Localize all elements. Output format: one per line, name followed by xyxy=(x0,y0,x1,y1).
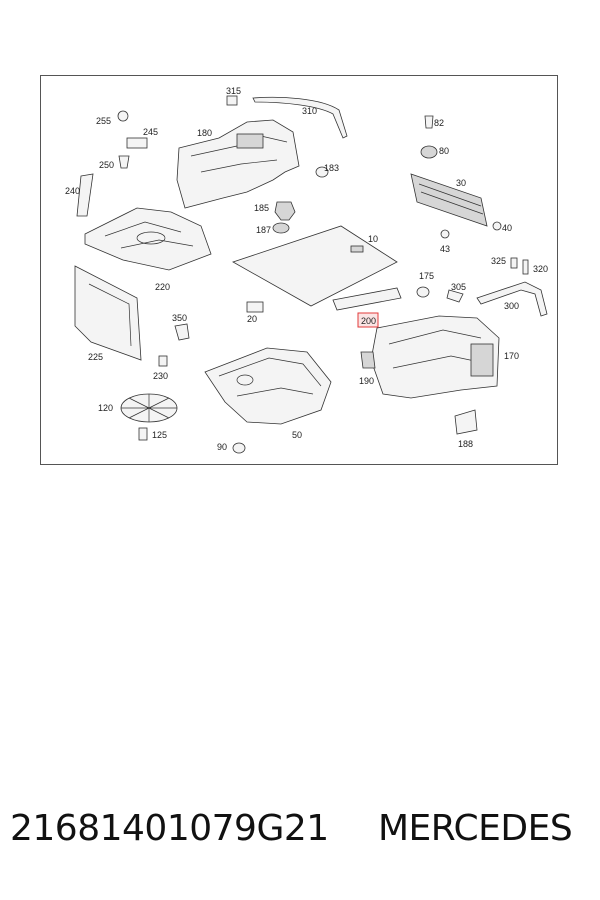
part-183-clip xyxy=(315,166,329,178)
parts-diagram-svg: 315 310 255 245 180 250 183 82 80 240 18… xyxy=(65,86,548,454)
part-250-screw xyxy=(118,155,130,169)
callout-240: 240 xyxy=(65,186,80,196)
parts-diagram: 315 310 255 245 180 250 183 82 80 240 18… xyxy=(40,75,558,465)
callout-90: 90 xyxy=(217,442,227,452)
part-225-panel xyxy=(74,265,142,361)
part-43-clip xyxy=(440,229,450,239)
part-number: 21681401079G21 xyxy=(10,808,329,849)
callout-245: 245 xyxy=(143,127,158,137)
callout-50: 50 xyxy=(292,430,302,440)
callout-20: 20 xyxy=(247,314,257,324)
part-40-clip xyxy=(492,221,502,231)
callout-200: 200 xyxy=(361,316,376,326)
part-90-plug xyxy=(232,442,246,454)
part-315-clip xyxy=(226,95,238,106)
part-187-nut xyxy=(272,222,290,234)
part-350-bracket xyxy=(174,323,190,341)
part-230-clip xyxy=(158,355,168,367)
part-220-floor xyxy=(84,207,212,271)
callout-10: 10 xyxy=(368,234,378,244)
part-82-bolt xyxy=(424,115,434,129)
callout-120: 120 xyxy=(98,403,113,413)
part-170-panel xyxy=(370,315,500,399)
part-80-nut xyxy=(420,145,438,159)
callout-190: 190 xyxy=(359,376,374,386)
part-325-screw xyxy=(510,257,518,269)
callout-325: 325 xyxy=(491,256,506,266)
callout-183: 183 xyxy=(324,163,339,173)
part-305-clip xyxy=(446,289,464,303)
part-185-grommet xyxy=(274,201,296,221)
callout-320: 320 xyxy=(533,264,548,274)
part-125-bolt xyxy=(138,427,148,441)
part-240-bracket xyxy=(76,173,94,217)
callout-350: 350 xyxy=(172,313,187,323)
callout-188: 188 xyxy=(458,439,473,449)
callout-187: 187 xyxy=(256,225,271,235)
callout-180: 180 xyxy=(197,128,212,138)
callout-80: 80 xyxy=(439,146,449,156)
callout-225: 225 xyxy=(88,352,103,362)
part-20-clip xyxy=(246,301,264,313)
part-255-clip xyxy=(117,110,129,122)
part-300-rail xyxy=(476,281,548,317)
callout-175: 175 xyxy=(419,271,434,281)
callout-40: 40 xyxy=(502,223,512,233)
part-30-element xyxy=(410,173,488,227)
callout-30: 30 xyxy=(456,178,466,188)
callout-82: 82 xyxy=(434,118,444,128)
callout-305: 305 xyxy=(451,282,466,292)
callout-255: 255 xyxy=(96,116,111,126)
part-245-bracket xyxy=(126,137,148,149)
callout-125: 125 xyxy=(152,430,167,440)
callout-250: 250 xyxy=(99,160,114,170)
callout-315: 315 xyxy=(226,86,241,96)
callout-200-highlight-box xyxy=(357,312,379,328)
callout-300: 300 xyxy=(504,301,519,311)
part-50-tub xyxy=(204,347,332,425)
brand-name: MERCEDES xyxy=(378,808,573,849)
part-188-clip xyxy=(454,409,478,435)
part-175-clip xyxy=(416,286,430,298)
callout-310: 310 xyxy=(302,106,317,116)
part-180-panel xyxy=(176,119,300,209)
callout-170: 170 xyxy=(504,351,519,361)
callout-185: 185 xyxy=(254,203,269,213)
callout-220: 220 xyxy=(155,282,170,292)
callout-230: 230 xyxy=(153,371,168,381)
callout-43: 43 xyxy=(440,244,450,254)
part-200-trim xyxy=(332,287,402,311)
part-310-strip xyxy=(252,96,348,139)
part-320-screw xyxy=(522,259,529,275)
part-190-grommet xyxy=(360,351,376,369)
